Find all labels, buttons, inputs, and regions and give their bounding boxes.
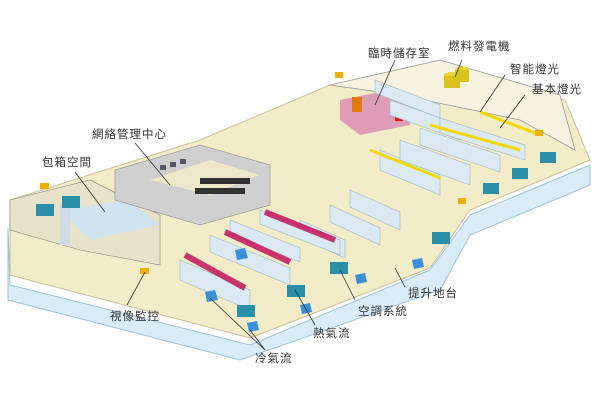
cold-airflow-marks (205, 248, 424, 332)
hot-airflow-arrows (183, 209, 337, 291)
raised-floor-platform (7, 164, 591, 361)
label-fuel-generator: 燃料發電機 (448, 39, 511, 53)
fuel-generator (444, 66, 469, 88)
label-hot-airflow: 熱氣流 (313, 326, 351, 340)
label-cctv: 視像監控 (110, 309, 160, 323)
label-basic-lighting: 基本燈光 (532, 82, 582, 96)
label-smart-lighting: 智能燈光 (510, 62, 560, 76)
label-temp-storage: 臨時儲存室 (368, 46, 431, 60)
leader-lines (74, 59, 526, 351)
label-cage-space: 包箱空間 (42, 155, 92, 169)
label-network-center: 網絡管理中心 (92, 127, 167, 141)
label-cold-airflow: 冷氣流 (255, 351, 293, 365)
ac-units (36, 152, 556, 317)
cctv-camera-icons (40, 72, 543, 274)
floor (9, 67, 591, 339)
label-air-conditioning: 空調系統 (358, 304, 408, 318)
label-raised-floor: 提升地台 (408, 286, 458, 300)
smart-lighting-strips (369, 110, 541, 180)
